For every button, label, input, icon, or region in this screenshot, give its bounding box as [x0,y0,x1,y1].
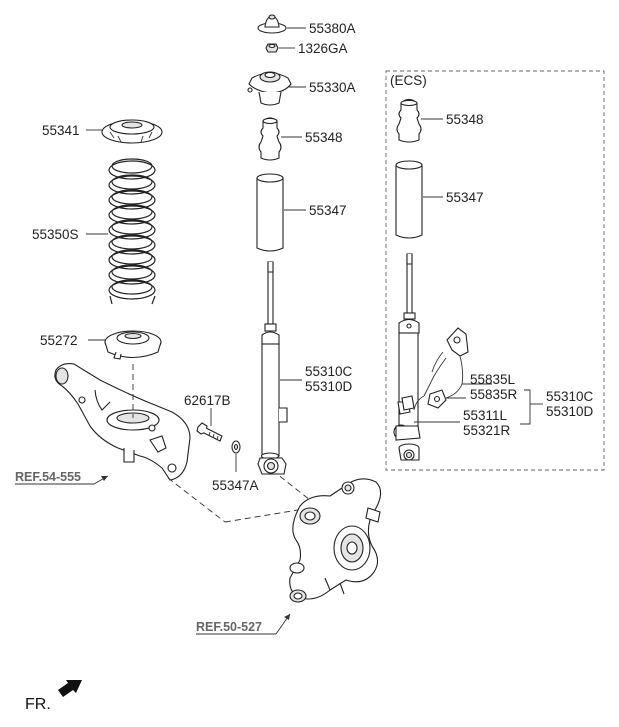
shock-absorber-55310 [257,261,288,475]
label-55310C: 55310C [305,364,353,379]
label-55321R: 55321R [463,423,511,438]
strut-mount-55330A [247,71,292,106]
nut-1326GA [265,43,279,53]
ecs-dust-cover-55347 [395,160,423,239]
washer-55347A [231,440,241,454]
label-55330A: 55330A [309,80,356,95]
upper-spring-pad-55341 [101,119,163,144]
label-55835L: 55835L [470,372,516,387]
ecs-sensor-harness [401,327,469,411]
lower-spring-pad-55272 [104,330,162,360]
label-55347A: 55347A [212,478,259,493]
front-direction-arrow-icon [58,680,82,697]
front-direction-label: FR. [25,696,51,713]
bolt-62617B [196,422,223,442]
label-55348: 55348 [305,130,343,145]
label-1326GA: 1326GA [298,41,348,56]
label-62617B: 62617B [184,393,231,408]
label-ecs-55310C: 55310C [546,389,594,404]
label-55272: 55272 [40,333,78,348]
lower-control-arm [54,363,191,481]
ecs-shock-absorber [393,253,421,461]
label-ecs-55347: 55347 [446,190,484,205]
label-55380A: 55380A [309,21,356,36]
ecs-bump-stopper-55348 [396,98,422,143]
label-ecs-55310D: 55310D [546,404,594,419]
ecs-box [385,70,605,471]
label-ecs-55348: 55348 [446,112,484,127]
coil-spring-55350S [108,158,156,305]
label-55341: 55341 [42,123,80,138]
label-55310D: 55310D [305,379,353,394]
label-55311L: 55311L [463,408,508,423]
label-55347: 55347 [309,203,347,218]
ecs-label: (ECS) [390,73,427,88]
label-55835R: 55835R [470,387,518,402]
ref-50-527-label: REF.50-527 [196,620,262,634]
dust-cover-55347 [256,173,284,252]
mount-cap-55380A [257,14,287,34]
ref-54-555-label: REF.54-555 [15,470,81,484]
rear-knuckle [289,478,382,603]
bump-stopper-55348 [258,117,282,161]
label-55350S: 55350S [32,227,79,242]
